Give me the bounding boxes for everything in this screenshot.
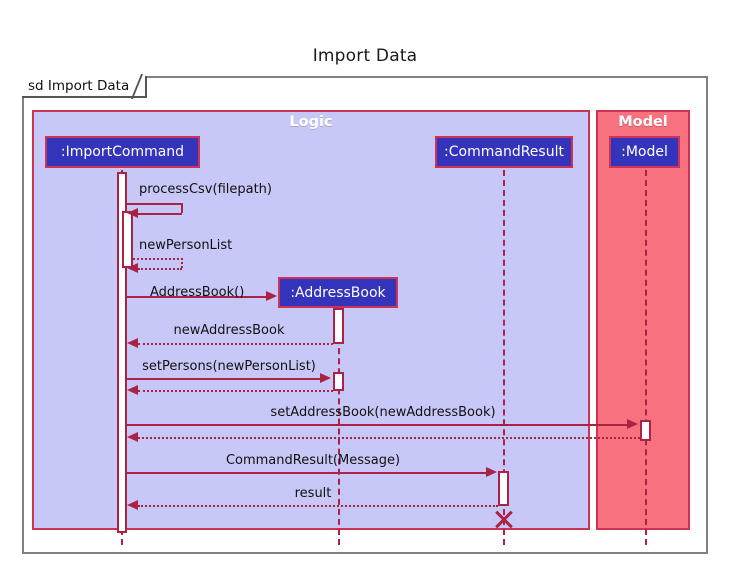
frame-label: sd Import Data: [22, 76, 148, 98]
message-line-5: [138, 390, 333, 392]
activation-commandresult: [498, 471, 509, 506]
message-line-4: [127, 378, 321, 380]
message-label-2: AddressBook(): [150, 285, 245, 300]
participant-addressbook-label: :AddressBook: [290, 284, 386, 301]
message-line-7: [138, 437, 640, 439]
message-line-0-bottom: [138, 213, 182, 215]
lifeline-model: [645, 170, 647, 545]
message-arrow-9: [127, 500, 138, 510]
message-label-0: processCsv(filepath): [139, 182, 272, 197]
message-line-1-bottom: [138, 268, 182, 270]
activation-model: [640, 420, 651, 441]
participant-commandresult-label: :CommandResult: [444, 144, 564, 160]
message-arrow-5: [127, 385, 138, 395]
message-arrow-1: [127, 263, 138, 273]
message-label-4: setPersons(newPersonList): [142, 359, 316, 374]
message-label-8: CommandResult(Message): [225, 453, 401, 468]
message-arrow-0: [127, 208, 138, 218]
participant-addressbook[interactable]: :AddressBook: [278, 277, 398, 308]
package-logic-title: Logic: [289, 114, 333, 130]
participant-model-label: :Model: [621, 144, 668, 160]
message-arrow-3: [127, 338, 138, 348]
message-line-2: [127, 296, 269, 298]
message-arrow-4: [320, 373, 331, 383]
message-line-0-top: [127, 203, 182, 205]
page-title: Import Data: [312, 46, 418, 66]
package-model-title: Model: [618, 114, 668, 130]
message-arrow-2: [266, 291, 277, 301]
message-line-1-top: [133, 258, 183, 260]
lifeline-commandresult: [503, 170, 505, 545]
activation-addressbook-setpersons: [333, 372, 344, 391]
activation-importcommand-nested: [122, 211, 133, 268]
participant-importcommand[interactable]: :ImportCommand: [45, 136, 200, 168]
destruction-marker-commandresult: [493, 508, 515, 530]
message-label-6: setAddressBook(newAddressBook): [270, 405, 496, 420]
message-arrow-7: [127, 432, 138, 442]
activation-importcommand-main: [117, 172, 127, 533]
message-arrow-6: [627, 419, 638, 429]
activation-addressbook-construct: [333, 308, 344, 344]
message-line-9: [138, 505, 498, 507]
participant-model[interactable]: :Model: [609, 136, 680, 168]
lifeline-addressbook: [338, 308, 340, 545]
message-line-3: [138, 343, 333, 345]
message-label-9: result: [294, 486, 332, 501]
message-label-1: newPersonList: [139, 238, 233, 253]
message-vert-0: [181, 203, 183, 213]
message-line-8: [127, 472, 486, 474]
package-model: Model: [596, 110, 690, 530]
message-arrow-8: [486, 467, 497, 477]
message-vert-1: [181, 258, 183, 268]
participant-commandresult[interactable]: :CommandResult: [435, 136, 573, 168]
message-label-3: newAddressBook: [173, 323, 285, 338]
participant-importcommand-label: :ImportCommand: [60, 144, 185, 160]
message-line-6: [127, 424, 628, 426]
